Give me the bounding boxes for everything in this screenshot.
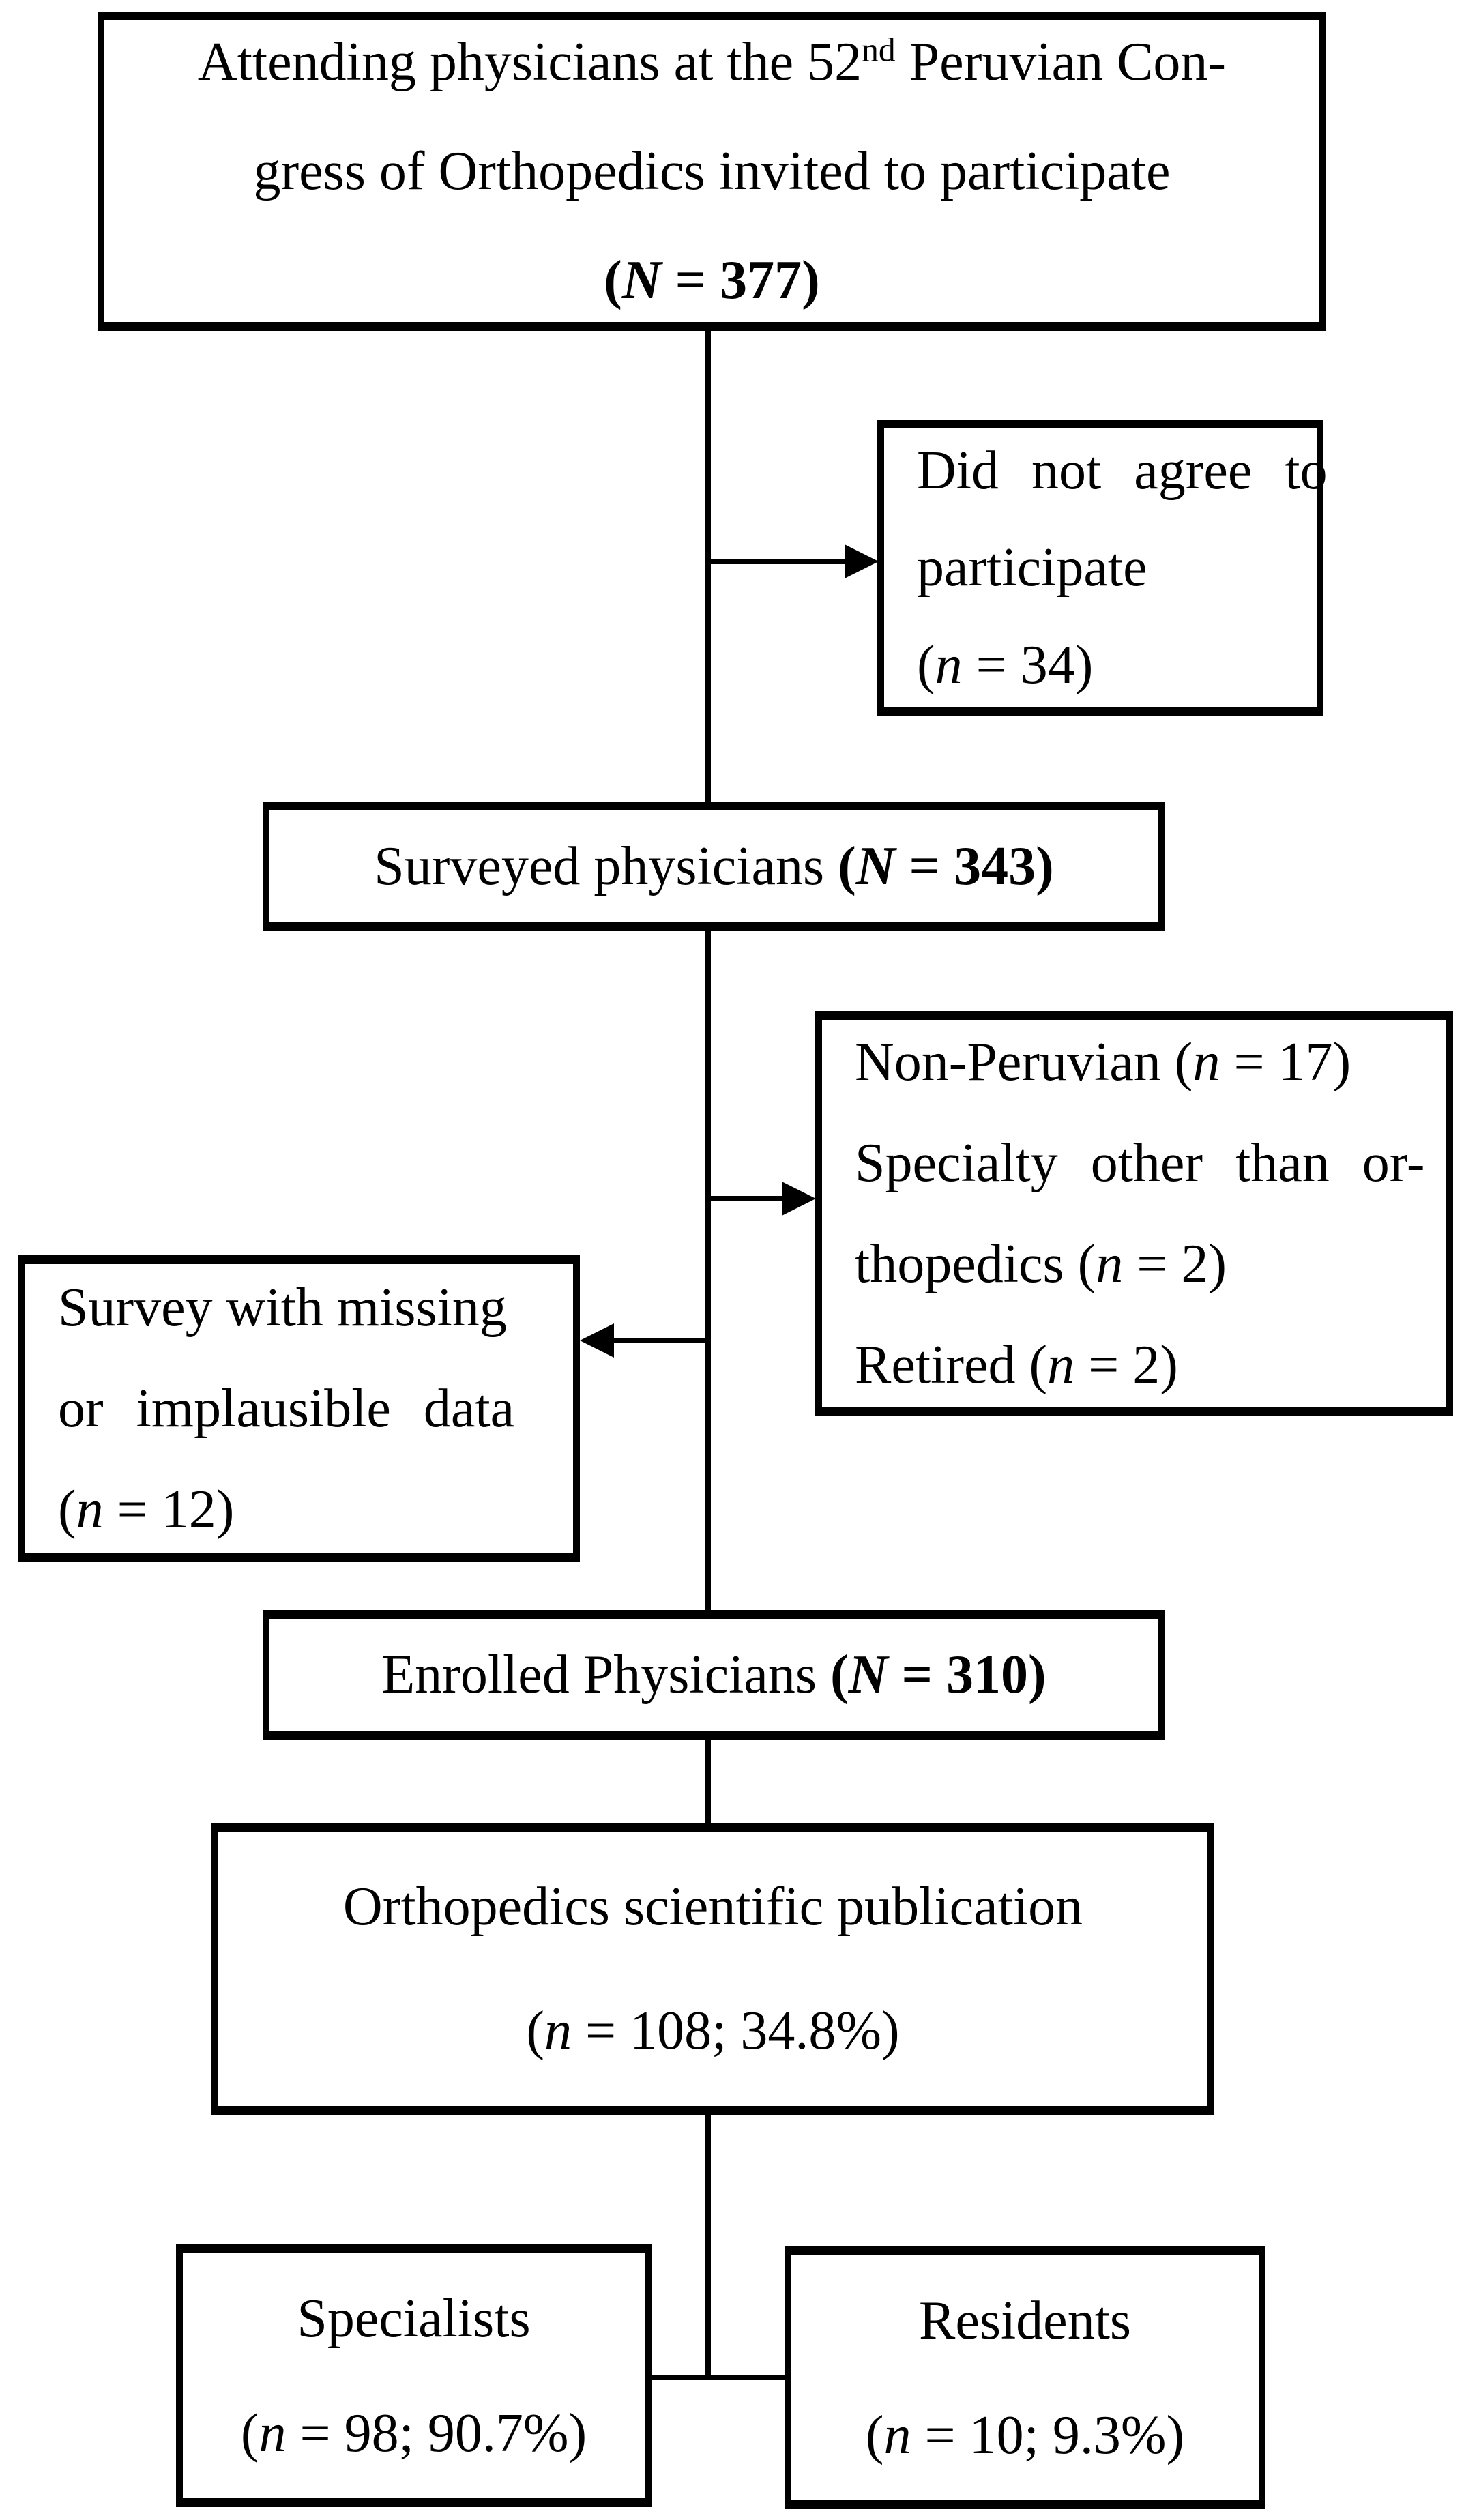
text-line: thopedics (n = 2) [855,1214,1437,1315]
text-segment: Survey with missing [58,1278,507,1338]
text-segment: Enrolled Physicians [381,1645,831,1705]
arrowhead-left-icon [580,1323,614,1358]
text-segment: N [621,250,662,310]
text-segment: ( [838,836,856,896]
text-segment: ( [526,2001,544,2061]
text-segment: Non-Peruvian ( [855,1031,1193,1092]
text-segment: Residents [918,2290,1132,2351]
text-line: Non-Peruvian (n = 17) [855,1012,1437,1113]
text-segment: n [544,2001,572,2061]
text-segment: = 343) [895,836,1054,896]
text-line: (n = 10; 9.3%) [791,2378,1259,2493]
text-segment: = 108; 34.8%) [572,2001,900,2061]
text-segment: n [1096,1233,1124,1294]
text-segment: ( [240,2403,259,2463]
text-segment: = 377) [661,250,820,310]
text-line: or implausible data [58,1358,563,1459]
arrow-to-missing-data [613,1338,708,1343]
box-did-not-agree: Did not agree to participate (n = 34) [877,420,1328,716]
arrow-to-excluded-reasons [708,1196,785,1201]
text-segment: ( [830,1645,849,1705]
connector-split-horizontal [652,2375,785,2380]
box-missing-data: Survey with missing or implausible data (n… [18,1255,580,1562]
text-segment: N [848,1645,888,1705]
box-enrolled-physicians: Enrolled Physicians (N = 310) [263,1610,1165,1740]
text-segment: Peruvian Con- [895,32,1227,92]
text-line: Survey with missing [58,1257,563,1358]
box-surveyed-physicians: Surveyed physicians (N = 343) [263,802,1165,931]
text-segment: Orthopedics scientific publication [342,1876,1083,1937]
text-line: (N = 377) [104,226,1319,335]
text-segment: = 34) [962,634,1094,695]
text-segment: gress of Orthopedics invited to particip… [253,141,1171,201]
text-segment: = 310) [888,1645,1046,1705]
text-segment: Specialists [297,2288,531,2349]
text-segment: Specialty other than or- [855,1132,1425,1193]
box-specialists: Specialists (n = 98; 90.7%) [176,2244,652,2507]
text-line: Specialty other than or- [855,1113,1437,1214]
text-line: (n = 34) [917,617,1307,714]
box-residents: Residents (n = 10; 9.3%) [785,2246,1265,2509]
text-line: Residents [791,2263,1259,2378]
text-segment: Retired ( [855,1334,1048,1395]
text-segment: = 10; 9.3%) [911,2405,1185,2465]
text-segment: thopedics ( [855,1233,1096,1294]
text-line: (n = 98; 90.7%) [183,2376,645,2491]
box-excluded-reasons: Non-Peruvian (n = 17)Specialty other tha… [815,1011,1453,1416]
text-segment: n [259,2403,287,2463]
text-segment: Surveyed physicians [374,836,838,896]
text-line: (n = 108; 34.8%) [218,1969,1207,2093]
text-segment: = 12) [103,1480,235,1540]
text-line: Specialists [183,2261,645,2376]
box-invited-physicians: Attending physicians at the 52nd Peruvia… [98,12,1326,331]
text-segment: participate [917,538,1147,598]
text-segment: ( [604,250,622,310]
arrowhead-right-icon [845,544,879,578]
text-line: Orthopedics scientific publication [218,1845,1207,1969]
text-segment: = 17) [1220,1031,1351,1092]
text-segment: Attending physicians at the 52 [197,32,862,92]
text-line: Attending physicians at the 52nd Peruvia… [104,8,1319,117]
text-segment: ( [865,2405,884,2465]
text-segment: = 2) [1074,1334,1178,1395]
text-line: Did not agree to [917,422,1328,519]
text-segment: n [1047,1334,1075,1395]
text-segment: ( [917,634,935,695]
connector-publication-to-split [705,2115,711,2380]
text-segment: = 2) [1123,1233,1227,1294]
text-line: Retired (n = 2) [855,1315,1437,1416]
arrow-to-did-not-agree [708,559,847,564]
text-line: Surveyed physicians (N = 343) [269,815,1158,918]
text-line: Enrolled Physicians (N = 310) [269,1623,1158,1727]
text-segment: ( [58,1480,76,1540]
text-line: gress of Orthopedics invited to particip… [104,117,1319,226]
text-segment: n [883,2405,911,2465]
text-segment: n [935,634,963,695]
text-segment: nd [862,31,896,69]
box-scientific-publication: Orthopedics scientific publication (n = 1… [211,1823,1214,2115]
text-segment: n [1192,1031,1220,1092]
text-segment: or implausible data [58,1379,515,1439]
text-segment: n [76,1480,104,1540]
text-segment: N [855,836,896,896]
text-segment: Did not agree to [917,440,1328,501]
text-line: participate [917,519,1307,616]
connector-enrolled-to-publication [705,1740,711,1823]
text-segment: = 98; 90.7%) [286,2403,587,2463]
connector-invited-to-surveyed [705,331,711,802]
text-line: (n = 12) [58,1459,563,1560]
connector-surveyed-to-enrolled [705,931,711,1610]
arrowhead-right-icon [782,1182,816,1216]
